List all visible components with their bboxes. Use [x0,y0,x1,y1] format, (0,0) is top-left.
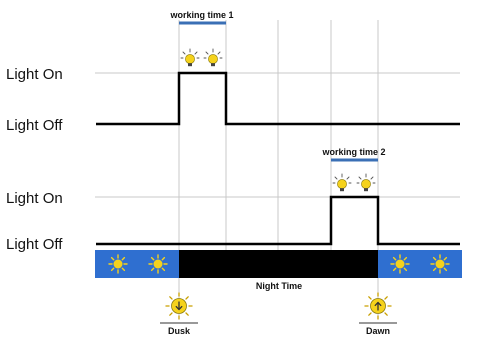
sun-icon [430,254,450,274]
night-band [179,250,378,278]
light-bulb-icon [356,173,376,192]
day-night-band [95,250,462,278]
light-bulb-icon [203,48,223,67]
working-time-1-label: working time 1 [169,10,233,20]
sun-icon [148,254,168,274]
sun-icon [108,254,128,274]
light-on-label-1: Light On [6,66,63,83]
light-off-label-1: Light Off [6,117,63,134]
light-bulb-icon [180,48,200,67]
dawn-icon [364,292,392,320]
dusk-icon [165,292,193,320]
light-on-label-2: Light On [6,190,63,207]
light-signal-1 [96,71,460,126]
grid-lines [95,20,460,318]
light-bulb-icon [332,173,352,192]
dawn-label: Dawn [366,326,390,336]
light-signal-2 [96,195,460,246]
light-off-label-2: Light Off [6,236,63,253]
night-time-label: Night Time [256,281,302,291]
sun-icon [390,254,410,274]
dusk-label: Dusk [168,326,191,336]
working-time-2-label: working time 2 [321,147,385,157]
